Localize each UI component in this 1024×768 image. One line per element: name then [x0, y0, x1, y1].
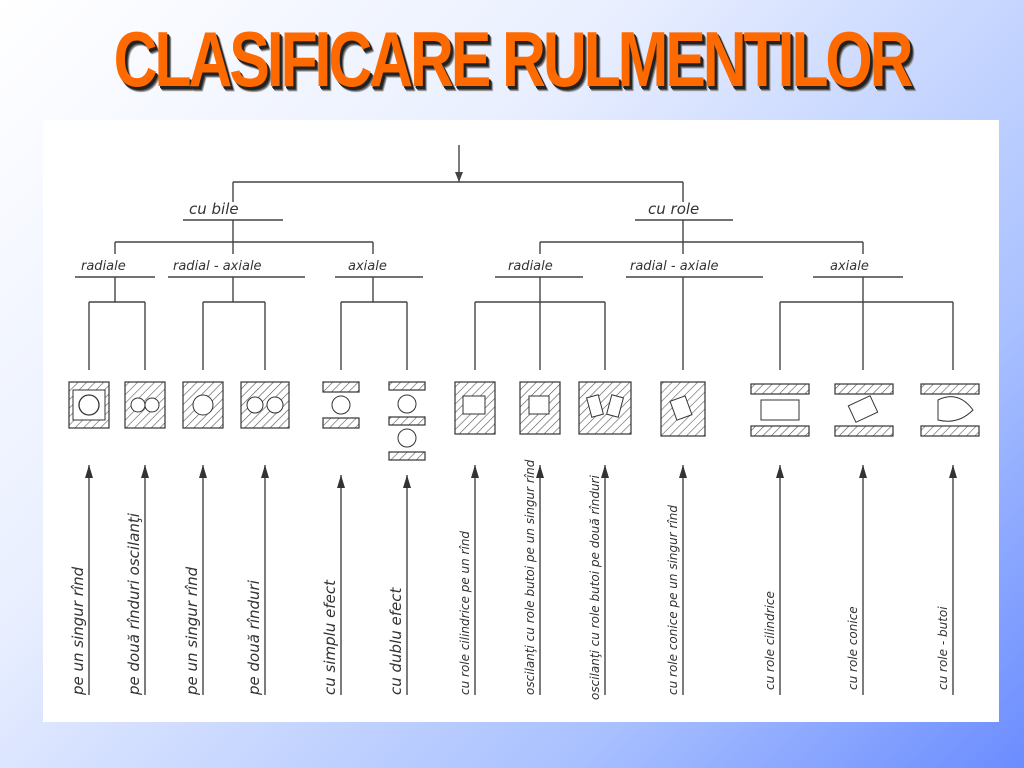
- leaf-bile-radiale-1: pe un singur rînd: [69, 566, 87, 696]
- leaf-role-radiale-3: oscilanţi cu role butoi pe două rînduri: [588, 475, 602, 700]
- leaf-bile-radial-axiale-1: pe un singur rînd: [183, 566, 201, 696]
- leaf-bile-radial-axiale-2: pe două rînduri: [245, 579, 263, 696]
- bearing-thrust-cylindrical-icon: [750, 383, 810, 437]
- classification-diagram: cu bile cu role radiale radial - axiale …: [43, 120, 999, 722]
- bearing-roller-barrel-single-icon: [519, 381, 561, 435]
- bearing-ball-double-row-self-aligning-icon: [124, 381, 166, 429]
- bearing-ball-angular-single-icon: [182, 381, 224, 429]
- leaf-role-radiale-2: oscilanţi cu role butoi pe un singur rîn…: [523, 459, 537, 695]
- leaf-bile-axiale-2: cu dublu efect: [387, 587, 405, 695]
- subgroup-bile-radiale: radiale: [81, 259, 126, 274]
- diagram-svg: cu bile cu role radiale radial - axiale …: [68, 145, 980, 700]
- group-cu-bile-label: cu bile: [189, 200, 239, 218]
- subgroup-role-radial-axiale: radial - axiale: [630, 259, 719, 274]
- leaf-role-axiale-2: cu role conice: [846, 606, 860, 690]
- leaf-role-radial-axiale-1: cu role conice pe un singur rînd: [666, 505, 680, 695]
- subgroup-bile-radial-axiale: radial - axiale: [173, 259, 262, 274]
- bearing-roller-barrel-double-icon: [578, 381, 632, 435]
- bearing-thrust-spherical-icon: [920, 383, 980, 437]
- bearing-thrust-tapered-icon: [834, 383, 894, 437]
- bearing-roller-tapered-icon: [660, 381, 706, 437]
- bearing-roller-cylindrical-icon: [454, 381, 496, 435]
- bearing-ball-single-row-icon: [68, 381, 110, 429]
- leaf-bile-radiale-2: pe două rînduri oscilanţi: [125, 512, 143, 696]
- slide-title: CLASIFICARE RULMENTILOR: [113, 15, 914, 103]
- bearing-thrust-single-icon: [322, 381, 360, 429]
- root-arrow: [455, 145, 463, 182]
- subgroup-role-radiale: radiale: [508, 259, 553, 274]
- leaf-role-radiale-1: cu role cilindrice pe un rînd: [458, 531, 472, 695]
- subgroup-bile-axiale: axiale: [348, 259, 387, 274]
- bearing-ball-angular-double-icon: [240, 381, 290, 429]
- leaf-role-axiale-1: cu role cilindrice: [763, 591, 777, 690]
- group-cu-role-label: cu role: [648, 200, 699, 218]
- leaf-bile-axiale-1: cu simplu efect: [321, 579, 339, 695]
- subgroup-role-axiale: axiale: [830, 259, 869, 274]
- bearing-thrust-double-icon: [388, 381, 426, 461]
- leaf-role-axiale-3: cu role - butoi: [936, 606, 950, 690]
